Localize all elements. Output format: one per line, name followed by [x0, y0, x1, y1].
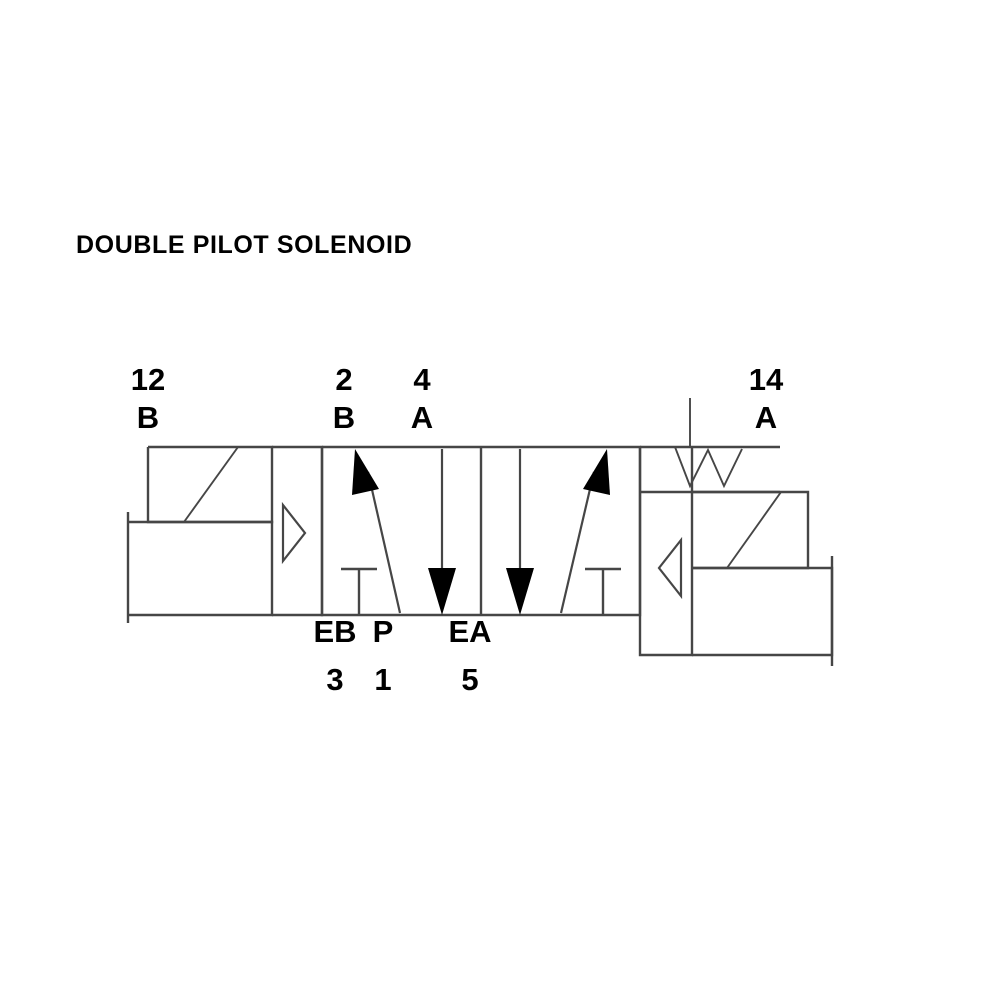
- label-p-number: 1: [374, 662, 391, 697]
- right-solenoid-upper-box: [692, 490, 810, 570]
- label-2-number: 2: [335, 362, 352, 397]
- pilot-triangle-right-icon: [281, 501, 307, 565]
- pos1-vertical-flow-arrowhead: [428, 568, 456, 615]
- pos2-vertical-flow-arrowhead: [506, 568, 534, 615]
- left-solenoid-diagonal: [183, 446, 239, 523]
- valve-body-group: [320, 445, 642, 617]
- pos1-blocked-port-tee: [341, 567, 377, 615]
- valve-position-left: [341, 449, 456, 615]
- valve-position-right: [506, 449, 621, 615]
- right-actuator-group: [638, 398, 834, 666]
- pos2-diagonal-flow-arrowhead: [583, 449, 610, 495]
- label-4-number: 4: [413, 362, 431, 397]
- diagram-title: DOUBLE PILOT SOLENOID: [76, 231, 412, 259]
- label-eb-number: 3: [326, 662, 343, 697]
- right-pilot-chamber: [638, 447, 694, 657]
- left-pilot-chamber: [272, 445, 324, 617]
- label-p-name: P: [373, 614, 394, 649]
- right-solenoid-lower-box: [692, 566, 834, 657]
- label-12-port: B: [137, 400, 159, 435]
- pilot-triangle-left-icon: [657, 536, 683, 600]
- label-12-number: 12: [131, 362, 165, 397]
- label-2-port: B: [333, 400, 355, 435]
- pos1-diagonal-flow-arrowhead: [352, 449, 379, 495]
- pos1-diagonal-flow-shaft: [366, 471, 402, 614]
- label-14-port: A: [755, 400, 777, 435]
- label-14-number: 14: [749, 362, 784, 397]
- right-solenoid-diagonal: [726, 491, 782, 569]
- label-ea-name: EA: [448, 614, 491, 649]
- label-eb-name: EB: [313, 614, 356, 649]
- label-4-port: A: [411, 400, 433, 435]
- spring-zigzag-icon: [674, 446, 743, 489]
- pos2-blocked-port-tee: [585, 567, 621, 615]
- left-solenoid-lower-box: [128, 520, 274, 617]
- pos2-diagonal-flow-shaft: [559, 471, 596, 614]
- left-actuator-group: [126, 445, 324, 623]
- label-ea-number: 5: [461, 662, 478, 697]
